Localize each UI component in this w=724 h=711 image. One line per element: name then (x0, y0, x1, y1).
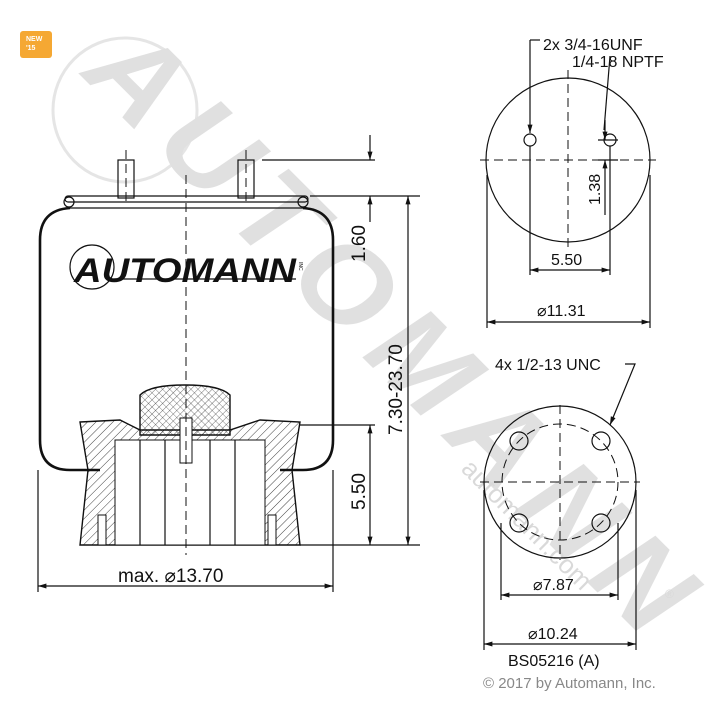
dim-max-diameter-label: max. ⌀13.70 (118, 566, 223, 587)
bottom-view: 4x 1/2-13 UNC ⌀7.87 ⌀10.24 BS05216 (A) ©… (480, 357, 656, 692)
bolt-hole-icon (509, 431, 529, 451)
logo-text: AUTOMANN (73, 252, 298, 290)
callout-fitting-thread: 1/4-18 NPTF (572, 54, 664, 71)
copyright: © 2017 by Automann, Inc. (483, 675, 656, 692)
dim-piston-label: 5.50 (349, 473, 370, 510)
dim-spacing-label: 5.50 (551, 252, 582, 269)
side-view: AUTOMANN INC 1.60 5.50 7.30-23.70 max. ⌀… (37, 135, 420, 592)
dim-top-label: 1.60 (349, 225, 370, 262)
dim-base-diameter-label: ⌀10.24 (528, 626, 578, 643)
dim-height-label: 7.30-23.70 (386, 344, 407, 435)
watermark-circle-icon (51, 36, 199, 184)
logo-suffix: INC (297, 262, 303, 271)
bolt-hole-icon (509, 513, 529, 533)
callout-bolt-thread: 4x 1/2-13 UNC (495, 357, 601, 374)
stud-hole-icon (523, 133, 537, 147)
dim-offset-label: 1.38 (587, 174, 604, 205)
new-badge: NEW '15 (20, 31, 52, 58)
bolt-hole-icon (591, 513, 611, 533)
badge-line2: '15 (26, 45, 36, 52)
automann-logo: AUTOMANN INC (69, 244, 303, 290)
watermark-trademark: ® (665, 587, 674, 601)
logo-emblem-icon (69, 244, 115, 290)
callout-stud-thread: 2x 3/4-16UNF (543, 37, 643, 54)
bolt-hole-icon (591, 431, 611, 451)
dim-plate-diameter-label: ⌀11.31 (537, 303, 586, 320)
part-number: BS05216 (A) (508, 653, 600, 670)
badge-line1: NEW (26, 36, 43, 43)
dim-bolt-circle-label: ⌀7.87 (533, 577, 574, 594)
top-plate-view: 2x 3/4-16UNF 1/4-18 NPTF 1.38 5.50 ⌀11.3… (480, 37, 664, 328)
